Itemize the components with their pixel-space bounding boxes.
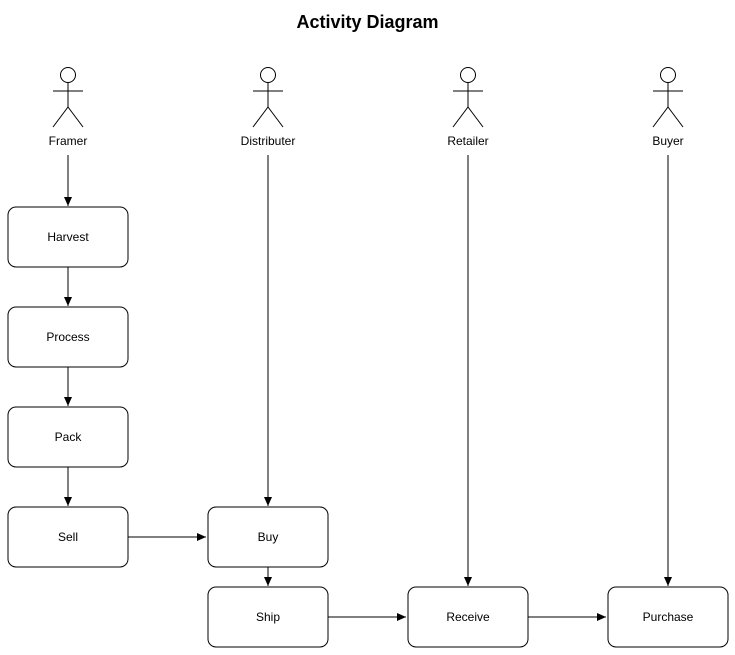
activity-box <box>207 506 329 568</box>
activity-box <box>407 586 529 648</box>
activity-process[interactable]: Process <box>7 306 129 368</box>
activity-label: Pack <box>55 430 83 444</box>
activity-ship[interactable]: Ship <box>207 586 329 648</box>
activity-label: Sell <box>58 530 78 544</box>
activity-receive[interactable]: Receive <box>407 586 529 648</box>
actor-label: Framer <box>49 134 88 148</box>
activity-box <box>7 306 129 368</box>
activity-box <box>607 586 729 648</box>
activity-label: Receive <box>446 610 490 624</box>
activity-harvest[interactable]: Harvest <box>7 206 129 268</box>
actor-label: Buyer <box>652 134 683 148</box>
activity-sell[interactable]: Sell <box>7 506 129 568</box>
actor-retailer[interactable]: Retailer <box>447 67 489 149</box>
edges <box>64 155 672 621</box>
stick-figure-icon <box>452 67 484 128</box>
actor-label: Retailer <box>447 134 488 148</box>
activity-box <box>207 586 329 648</box>
activity-box <box>7 206 129 268</box>
stick-figure-icon <box>52 67 84 128</box>
actor-framer[interactable]: Framer <box>49 67 88 149</box>
actor-buyer[interactable]: Buyer <box>652 67 684 149</box>
activity-label: Buy <box>258 530 279 544</box>
stick-figure-icon <box>652 67 684 128</box>
diagram-title: Activity Diagram <box>296 12 438 32</box>
activity-label: Process <box>46 330 89 344</box>
activity-pack[interactable]: Pack <box>7 406 129 468</box>
activity-buy[interactable]: Buy <box>207 506 329 568</box>
activity-box <box>7 506 129 568</box>
activity-purchase[interactable]: Purchase <box>607 586 729 648</box>
activity-label: Purchase <box>643 610 694 624</box>
actor-label: Distributer <box>241 134 296 148</box>
activity-label: Harvest <box>47 230 89 244</box>
activity-label: Ship <box>256 610 280 624</box>
stick-figure-icon <box>252 67 284 128</box>
activity-box <box>7 406 129 468</box>
actor-distributer[interactable]: Distributer <box>241 67 296 149</box>
